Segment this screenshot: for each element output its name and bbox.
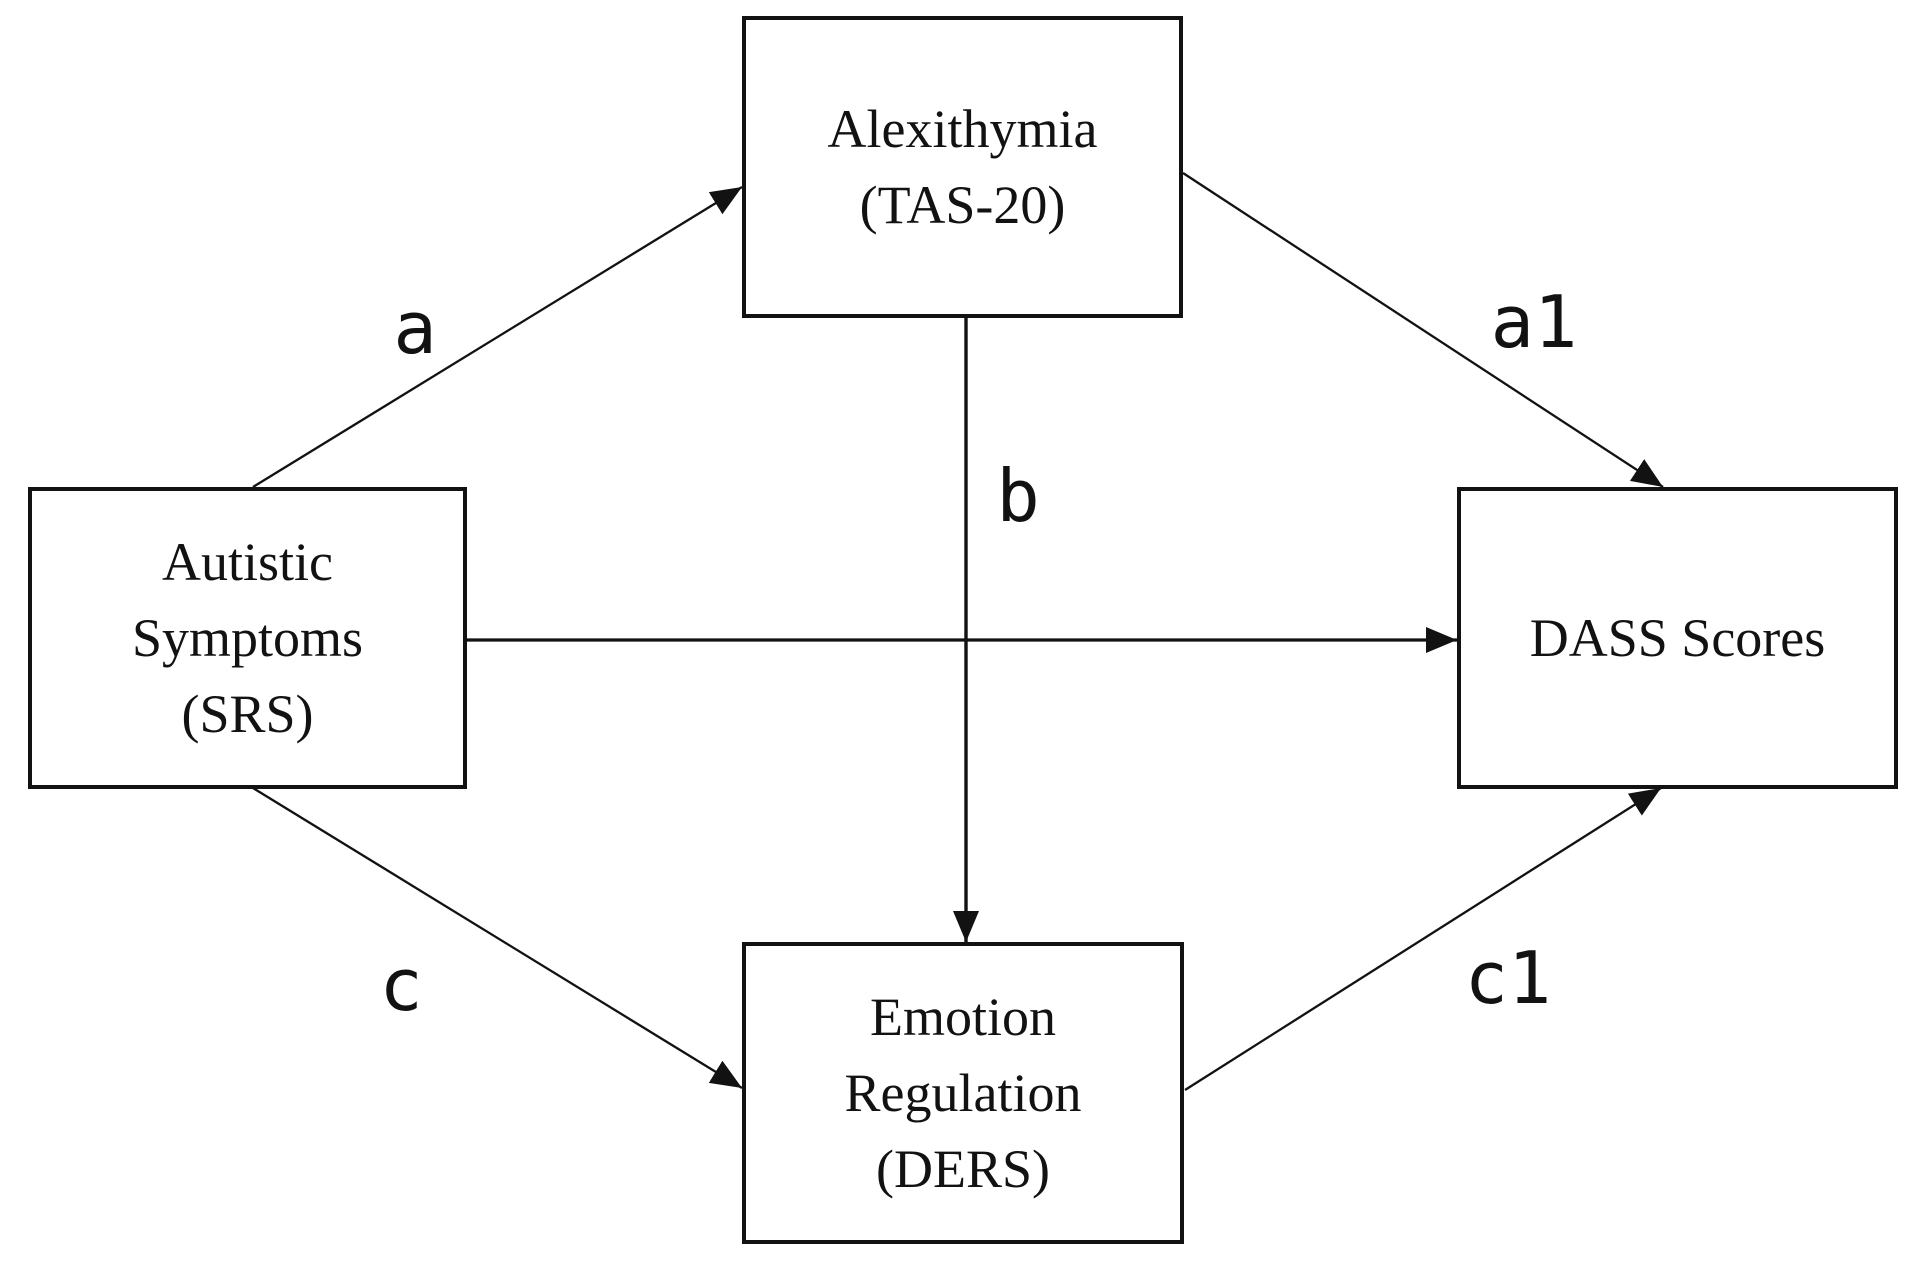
node-alexithymia-label: Alexithymia (TAS-20) bbox=[827, 98, 1098, 235]
path-label-a1: a1 bbox=[1490, 280, 1578, 364]
node-dass-scores: DASS Scores bbox=[1457, 487, 1898, 789]
path-label-b: b bbox=[996, 454, 1040, 538]
arrow-c bbox=[252, 787, 743, 1089]
node-alexithymia: Alexithymia (TAS-20) bbox=[742, 16, 1183, 318]
node-autistic-symptoms-label: Autistic Symptoms (SRS) bbox=[131, 531, 364, 745]
node-emotion-regulation-label: Emotion Regulation (DERS) bbox=[844, 986, 1082, 1200]
arrow-c1 bbox=[1184, 787, 1662, 1091]
path-label-c: c bbox=[379, 943, 423, 1027]
path-label-c1: c1 bbox=[1464, 936, 1552, 1020]
path-label-a: a bbox=[393, 286, 437, 370]
node-autistic-symptoms: Autistic Symptoms (SRS) bbox=[28, 487, 467, 789]
node-dass-scores-label: DASS Scores bbox=[1529, 607, 1826, 668]
arrow-a1 bbox=[1182, 172, 1664, 488]
arrow-a bbox=[252, 186, 743, 488]
node-emotion-regulation: Emotion Regulation (DERS) bbox=[742, 942, 1184, 1244]
